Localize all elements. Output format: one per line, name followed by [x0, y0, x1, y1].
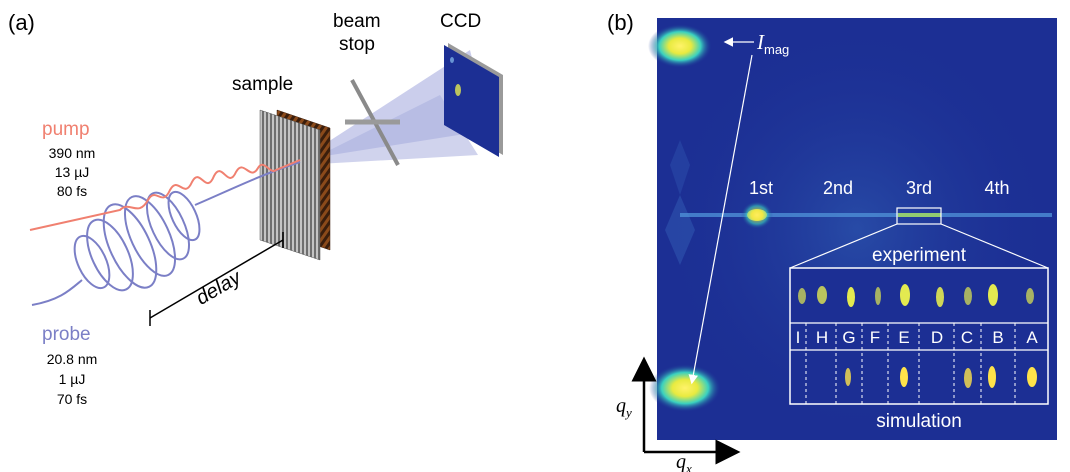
- beam-stop-label-line1: beam: [333, 11, 381, 32]
- domain-E: E: [898, 328, 909, 347]
- zoom-inset: I H G F E D C B A: [789, 267, 1049, 405]
- diffraction-cone-lower: [300, 95, 478, 165]
- qx-axis-label: qx: [676, 451, 692, 472]
- magnetic-peak-lower: [649, 364, 721, 412]
- domain-H: H: [816, 328, 828, 347]
- experiment-speckles: [798, 284, 1034, 307]
- domain-C: C: [961, 328, 973, 347]
- probe-title: probe: [42, 324, 91, 345]
- sample-label: sample: [232, 74, 293, 95]
- domain-B: B: [992, 328, 1003, 347]
- domain-A: A: [1026, 328, 1038, 347]
- delay-label: delay: [192, 266, 245, 309]
- experiment-label: experiment: [872, 245, 967, 266]
- pump-duration: 80 fs: [57, 183, 87, 199]
- i-mag-label: Imag: [756, 30, 789, 57]
- order-3rd: 3rd: [906, 178, 932, 198]
- pump-energy: 13 µJ: [55, 164, 90, 180]
- probe-pulse: [31, 161, 301, 306]
- domain-dividers: [805, 323, 1016, 404]
- beam-stop-label-line2: stop: [339, 34, 375, 55]
- diffraction-line: [680, 213, 1052, 217]
- magnetic-peak-upper: [648, 24, 712, 68]
- simulation-label: simulation: [876, 411, 962, 432]
- probe-wavelength: 20.8 nm: [47, 351, 98, 367]
- delay-bracket: [149, 232, 284, 326]
- qy-axis-label: qy: [616, 395, 632, 420]
- panel-b-label: (b): [607, 10, 634, 35]
- domain-F: F: [870, 328, 880, 347]
- domain-G: G: [842, 328, 855, 347]
- order-4th: 4th: [984, 178, 1009, 198]
- pump-wavelength: 390 nm: [49, 145, 96, 161]
- probe-energy: 1 µJ: [59, 371, 86, 387]
- i-mag-arrow-lower: [688, 54, 753, 385]
- beam-stop: [345, 79, 400, 166]
- panel-a: (a): [8, 10, 503, 407]
- order-2nd: 2nd: [823, 178, 853, 198]
- domain-I: I: [796, 328, 801, 347]
- simulation-speckles: [845, 366, 1037, 388]
- order-1st: 1st: [749, 178, 773, 198]
- sample: [259, 109, 331, 261]
- panel-a-label: (a): [8, 10, 35, 35]
- pump-pulse: [29, 159, 301, 231]
- ccd-label: CCD: [440, 11, 481, 32]
- domain-D: D: [931, 328, 943, 347]
- probe-duration: 70 fs: [57, 391, 87, 407]
- ccd-detector: [444, 43, 503, 157]
- panel-b: (b) 1st 2nd 3rd 4th: [607, 10, 1057, 472]
- pump-title: pump: [42, 119, 90, 140]
- third-order-selection-box: [896, 207, 942, 225]
